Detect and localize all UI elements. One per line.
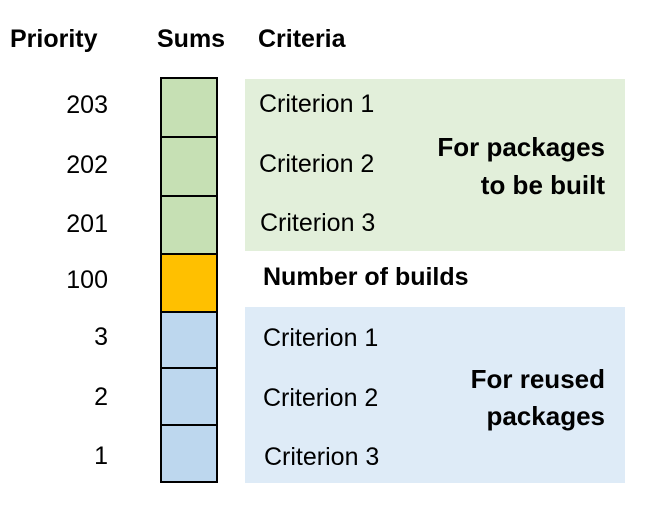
sum-cell-built: [162, 197, 216, 255]
built-packages-group-background: [245, 79, 625, 251]
criterion-label: Criterion 1: [263, 324, 379, 352]
criteria-header: Criteria: [258, 25, 346, 53]
criterion-label: Criterion 2: [259, 150, 375, 178]
sum-cell-reused: [162, 426, 216, 481]
criterion-label: Criterion 2: [263, 384, 379, 412]
sum-cell-builds-count: [162, 255, 216, 313]
sums-column: [160, 77, 218, 483]
reused-group-label-line1: For reused: [470, 364, 605, 394]
priority-value: 1: [94, 442, 108, 470]
sum-cell-reused: [162, 369, 216, 426]
criterion-label: Criterion 1: [259, 90, 375, 118]
priority-value: 201: [66, 210, 108, 238]
priority-value: 202: [66, 151, 108, 179]
sum-cell-built: [162, 138, 216, 197]
priority-value: 3: [94, 323, 108, 351]
priority-value: 100: [66, 266, 108, 294]
priority-value: 203: [66, 91, 108, 119]
sum-cell-reused: [162, 313, 216, 369]
priority-header: Priority: [10, 25, 98, 53]
sums-header: Sums: [157, 25, 226, 53]
priority-value: 2: [94, 383, 108, 411]
criterion-label: Criterion 3: [264, 443, 380, 471]
reused-packages-group-background: [245, 307, 625, 483]
number-of-builds-label: Number of builds: [263, 263, 469, 291]
built-group-label-line2: to be built: [480, 170, 605, 200]
built-group-label-line1: For packages: [437, 132, 605, 162]
criterion-label: Criterion 3: [260, 209, 376, 237]
sum-cell-built: [162, 79, 216, 138]
reused-group-label-line2: packages: [486, 401, 605, 431]
